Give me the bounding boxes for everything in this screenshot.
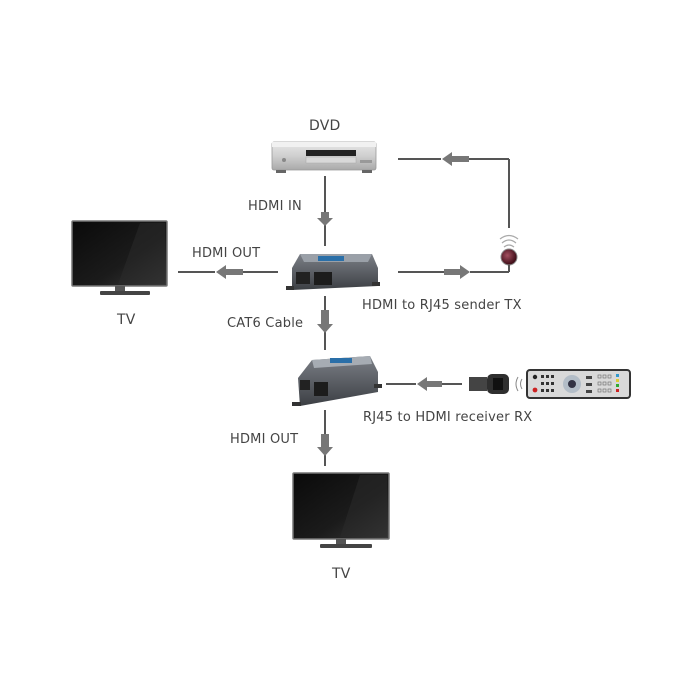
remote-control-icon [515,369,631,399]
arrow-down-icon [317,434,333,456]
dvd-label: DVD [309,118,341,134]
arrow-down-icon [317,212,333,226]
tv-icon-top [71,220,168,295]
ir-receiver-icon [469,374,509,394]
extender-receiver-icon [292,356,382,406]
receiver-label: RJ45 to HDMI receiver RX [363,410,533,425]
ir-emitter-icon [499,234,519,266]
tv-bottom-label: TV [332,566,351,582]
arrow-left-icon [216,265,243,279]
extender-sender-icon [286,254,380,290]
hdmi-out-top-label: HDMI OUT [192,246,261,261]
arrow-left-icon [417,377,442,391]
hdmi-in-label: HDMI IN [248,199,302,214]
hdmi-out-bottom-label: HDMI OUT [230,432,299,447]
dvd-player-icon [271,141,377,173]
cat6-cable-label: CAT6 Cable [227,316,304,331]
arrow-right-icon [444,265,470,279]
sender-label: HDMI to RJ45 sender TX [362,298,522,313]
arrow-down-icon [317,310,333,333]
tv-icon-bottom [292,472,390,548]
tv-top-label: TV [117,312,136,328]
arrow-left-icon [442,152,469,166]
